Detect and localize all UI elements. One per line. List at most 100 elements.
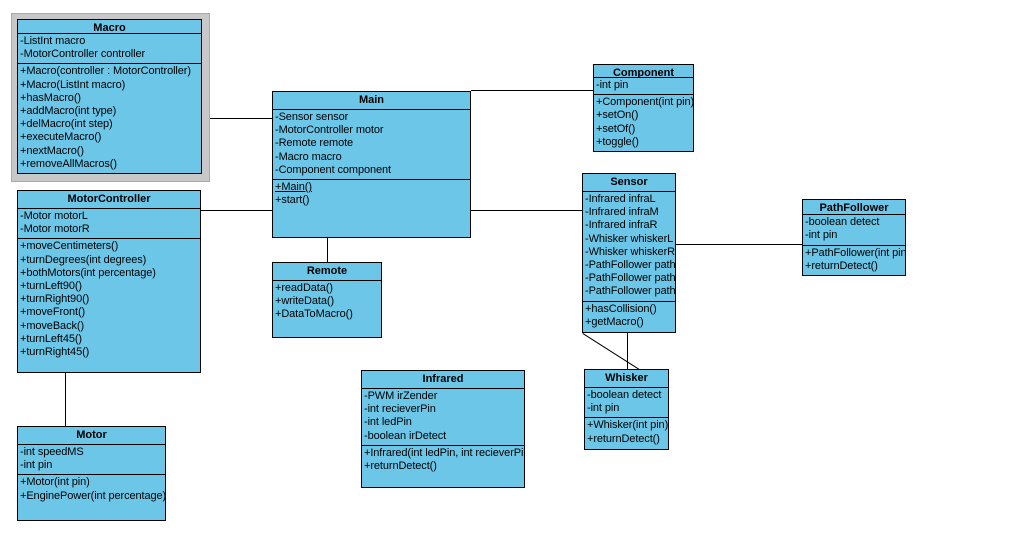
attribute-row: -Macro macro — [275, 150, 342, 163]
class-methods-component: +Component(int pin) +setOn() +setOf() +t… — [594, 95, 693, 151]
method-row: +turnDegrees(int degrees) — [20, 253, 147, 266]
association-motorcontroller-motor[interactable] — [65, 373, 66, 427]
class-title-whisker: Whisker — [585, 370, 668, 388]
class-attributes-sensor: -Infrared infraL -Infrared infraM -Infra… — [583, 192, 675, 302]
attribute-row: -Whisker whiskerR — [585, 245, 675, 258]
class-methods-whisker: +Whisker(int pin) +returnDetect() — [585, 418, 668, 449]
method-row: +setOn() — [596, 109, 639, 122]
attribute-row: -int pin — [20, 459, 53, 472]
method-row: +EnginePower(int percentage) — [20, 489, 165, 502]
class-methods-pathfollower: +PathFollower(int pin) +returnDetect() — [803, 246, 905, 275]
method-row: +Infrared(int ledPin, int recieverPin) — [364, 446, 524, 459]
method-row: +nextMacro() — [20, 144, 84, 157]
class-attributes-whisker: -boolean detect -int pin — [585, 388, 668, 419]
class-box-pathfollower[interactable]: PathFollower -boolean detect -int pin +P… — [802, 199, 906, 276]
attribute-row: -PathFollower pathM — [585, 272, 675, 285]
class-title-motorcontroller: MotorController — [18, 191, 200, 209]
attribute-row: -MotorController controller — [20, 48, 146, 61]
class-methods-macro: +Macro(controller : MotorController) +Ma… — [18, 64, 201, 173]
association-main-component[interactable] — [471, 90, 593, 91]
attribute-row: -Remote remote — [275, 137, 354, 150]
class-box-main[interactable]: Main -Sensor sensor -MotorController mot… — [272, 91, 471, 238]
method-row: +Macro(controller : MotorController) — [20, 65, 191, 78]
method-row: +hasMacro() — [20, 91, 81, 104]
attribute-row: -MotorController motor — [275, 124, 384, 137]
class-methods-infrared: +Infrared(int ledPin, int recieverPin) +… — [362, 446, 524, 487]
class-attributes-motorcontroller: -Motor motorL -Motor motorR — [18, 209, 200, 240]
class-box-infrared[interactable]: Infrared -PWM irZender -int recieverPin … — [361, 370, 525, 488]
method-row: +DataToMacro() — [275, 308, 353, 321]
attribute-row: -boolean irDetect — [364, 429, 447, 442]
method-row: +PathFollower(int pin) — [805, 246, 905, 259]
class-methods-sensor: +hasCollision() +getMacro() — [583, 302, 675, 332]
association-macro-main[interactable] — [193, 118, 274, 119]
method-row: +removeAllMacros() — [20, 157, 117, 170]
method-row: +turnRight45() — [20, 346, 90, 359]
class-title-remote: Remote — [273, 263, 381, 281]
attribute-row: -Whisker whiskerL — [585, 232, 674, 245]
method-row: +Macro(ListInt macro) — [20, 78, 126, 91]
method-row: +returnDetect() — [364, 460, 437, 473]
attribute-row: -Sensor sensor — [275, 111, 349, 123]
association-main-sensor[interactable] — [471, 210, 582, 211]
class-attributes-main: -Sensor sensor -MotorController motor -R… — [273, 110, 470, 181]
class-box-sensor[interactable]: Sensor -Infrared infraL -Infrared infraM… — [582, 173, 676, 333]
class-attributes-motor: -int speedMS -int pin — [18, 445, 165, 476]
class-box-remote[interactable]: Remote +readData() +writeData() +DataToM… — [272, 262, 382, 338]
attribute-row: -int pin — [805, 229, 838, 242]
class-methods-motor: +Motor(int pin) +EnginePower(int percent… — [18, 475, 165, 520]
attribute-row: -int speedMS — [20, 446, 84, 458]
attribute-row: -int recieverPin — [364, 403, 436, 416]
attribute-row: -Motor motorL — [20, 210, 88, 222]
class-box-macro[interactable]: Macro -ListInt macro -MotorController co… — [17, 19, 202, 174]
method-row: +start() — [275, 194, 310, 207]
method-row: +moveFront() — [20, 306, 86, 319]
method-row: +toggle() — [596, 135, 639, 148]
class-attributes-pathfollower: -boolean detect -int pin — [803, 215, 905, 246]
method-row: +bothMotors(int percentage) — [20, 266, 156, 279]
method-row: +returnDetect() — [587, 432, 660, 445]
method-row: +writeData() — [275, 295, 335, 308]
method-row: +Component(int pin) — [596, 96, 693, 109]
method-row: +Motor(int pin) — [20, 476, 90, 489]
association-motorcontroller-main[interactable] — [193, 210, 274, 211]
class-title-sensor: Sensor — [583, 174, 675, 192]
attribute-row: -int pin — [596, 78, 629, 91]
attribute-row: -int ledPin — [364, 416, 412, 429]
class-box-component[interactable]: Component -int pin +Component(int pin) +… — [593, 64, 694, 152]
method-row: +getMacro() — [585, 315, 644, 328]
method-row: +turnLeft90() — [20, 280, 82, 293]
attribute-row: -Infrared infraR — [585, 219, 658, 232]
class-title-macro: Macro — [18, 20, 201, 34]
attribute-row: -PWM irZender — [364, 390, 438, 402]
attribute-row: -int pin — [587, 402, 620, 415]
method-row: +returnDetect() — [805, 259, 878, 272]
class-title-motor: Motor — [18, 427, 165, 445]
method-row: +hasCollision() — [585, 302, 657, 315]
method-row: +moveCentimeters() — [20, 240, 119, 253]
class-title-pathfollower: PathFollower — [803, 200, 905, 216]
association-sensor-pathfollower[interactable] — [676, 244, 802, 245]
method-row: +delMacro(int step) — [20, 118, 113, 131]
class-methods-remote: +readData() +writeData() +DataToMacro() — [273, 281, 381, 337]
class-box-motor[interactable]: Motor -int speedMS -int pin +Motor(int p… — [17, 426, 166, 521]
class-title-main: Main — [273, 92, 470, 110]
class-attributes-infrared: -PWM irZender -int recieverPin -int ledP… — [362, 389, 524, 446]
association-sensor-whisker[interactable] — [627, 333, 628, 369]
method-row: +moveBack() — [20, 319, 85, 332]
association-sensor-infrared[interactable] — [582, 333, 642, 371]
association-main-remote[interactable] — [327, 238, 328, 262]
method-row: +setOf() — [596, 122, 636, 135]
attribute-row: -ListInt macro — [20, 34, 86, 47]
method-row: +readData() — [275, 282, 333, 294]
class-attributes-macro: -ListInt macro -MotorController controll… — [18, 34, 201, 65]
method-row: +Whisker(int pin) — [587, 419, 668, 432]
method-row-static: +Main() — [275, 181, 312, 194]
attribute-row: -PathFollower pathL — [585, 259, 675, 272]
attribute-row: -boolean detect — [587, 389, 662, 401]
attribute-row: -Motor motorR — [20, 223, 90, 236]
class-box-whisker[interactable]: Whisker -boolean detect -int pin +Whiske… — [584, 369, 669, 450]
class-box-motorcontroller[interactable]: MotorController -Motor motorL -Motor mot… — [17, 190, 201, 373]
attribute-row: -Infrared infraM — [585, 206, 659, 219]
